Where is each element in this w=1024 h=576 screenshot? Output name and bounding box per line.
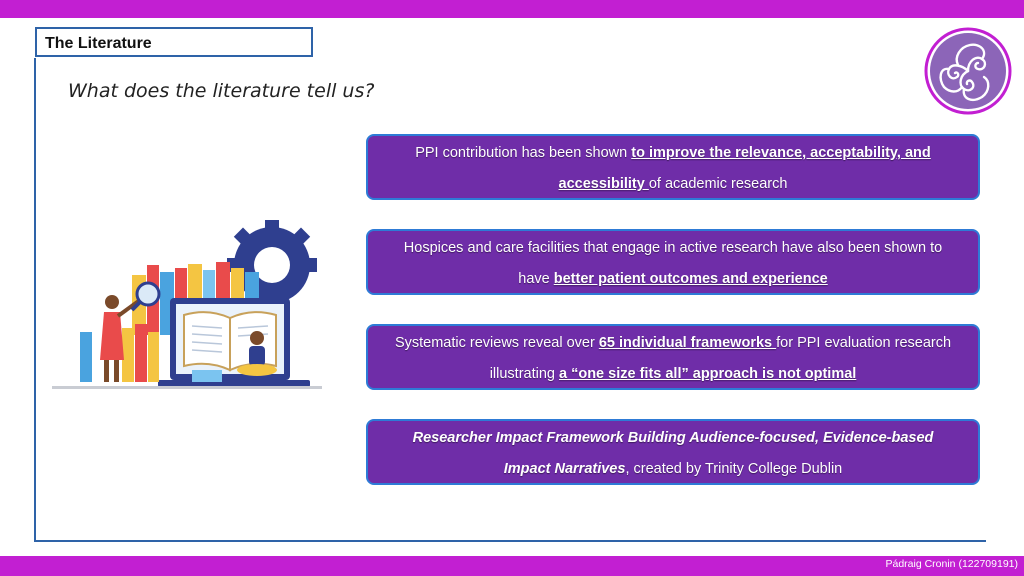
- library-research-illustration: [52, 220, 322, 389]
- slide-title: The Literature: [35, 27, 313, 57]
- card-1-text: PPI contribution has been shown: [415, 145, 632, 161]
- standing-person-icon: [100, 295, 142, 382]
- card-3-text: Systematic reviews reveal over: [394, 335, 599, 351]
- literature-card-4: Researcher Impact Framework Building Aud…: [366, 419, 980, 485]
- magnifier-icon: [130, 281, 161, 312]
- card-3-highlight: 65 individual frameworks: [598, 335, 777, 351]
- ground-line: [52, 386, 322, 389]
- card-3-highlight-2: a “one size fits all” approach is not op…: [559, 366, 857, 382]
- card-2-text-2: have: [518, 271, 554, 287]
- card-3-text-2: for PPI evaluation research: [776, 335, 952, 351]
- card-2-highlight: better patient outcomes and experience: [553, 271, 828, 287]
- literature-card-3: Systematic reviews reveal over 65 indivi…: [366, 324, 980, 390]
- card-1-highlight-2: accessibility: [558, 176, 649, 192]
- card-1-text-2: of academic research: [648, 176, 788, 192]
- literature-card-1: PPI contribution has been shown to impro…: [366, 134, 980, 200]
- card-2-text: Hospices and care facilities that engage…: [403, 240, 943, 256]
- triskele-spiral-icon: [924, 27, 1012, 115]
- card-4-highlight-2: Impact Narratives: [503, 461, 626, 477]
- card-4-text: , created by Trinity College Dublin: [625, 461, 843, 477]
- card-3-text-3: illustrating: [489, 366, 559, 382]
- bottom-banner: [0, 556, 1024, 576]
- slide-subtitle: What does the literature tell us?: [68, 80, 375, 102]
- card-4-highlight: Researcher Impact Framework Building Aud…: [412, 430, 934, 446]
- top-banner: [0, 0, 1024, 18]
- card-1-highlight: to improve the relevance, acceptability,…: [631, 145, 931, 161]
- frame-bottom-line: [34, 540, 986, 542]
- literature-card-2: Hospices and care facilities that engage…: [366, 229, 980, 295]
- seated-person-icon: [237, 331, 277, 376]
- footer-author: Pádraig Cronin (122709191): [885, 558, 1018, 570]
- book-stack-bottom: [80, 324, 222, 382]
- frame-left-line: [34, 58, 36, 542]
